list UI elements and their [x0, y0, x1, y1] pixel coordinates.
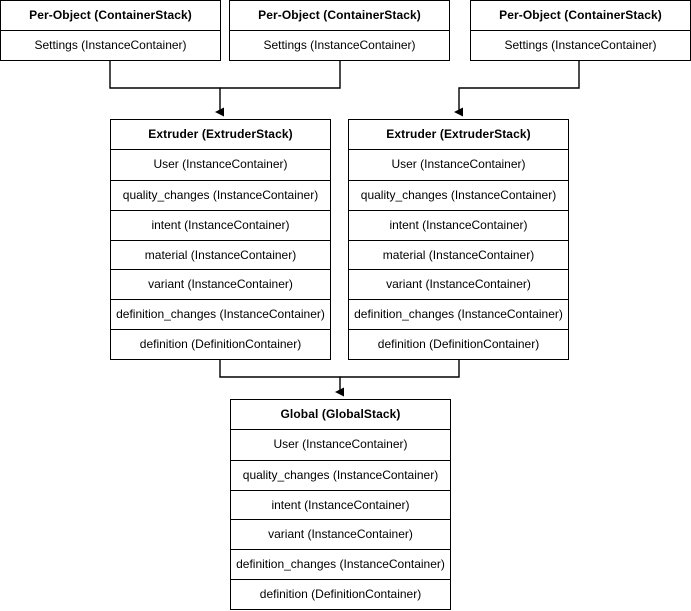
- node-row: intent (InstanceContainer): [349, 209, 568, 240]
- node-header: Per-Object (ContainerStack): [1, 1, 220, 31]
- edge-perobject3-to-extruder2: [454, 61, 580, 117]
- node-row: definition (DefinitionContainer): [349, 329, 568, 359]
- node-row: intent (InstanceContainer): [111, 209, 330, 240]
- edge-extruder2-to-global: [340, 360, 460, 378]
- node-header: Per-Object (ContainerStack): [230, 1, 449, 31]
- node-row: definition_changes (InstanceContainer): [111, 299, 330, 330]
- node-row: material (InstanceContainer): [349, 239, 568, 270]
- node-global[interactable]: Global (GlobalStack) User (InstanceConta…: [230, 399, 451, 610]
- node-header: Extruder (ExtruderStack): [349, 120, 568, 150]
- node-row: definition_changes (InstanceContainer): [349, 299, 568, 330]
- edge-perobject2-to-extruder1: [220, 61, 341, 89]
- node-row: User (InstanceContainer): [349, 149, 568, 180]
- node-row: material (InstanceContainer): [111, 239, 330, 270]
- node-row: variant (InstanceContainer): [111, 269, 330, 300]
- node-row: definition (DefinitionContainer): [231, 579, 450, 610]
- edge-extruder1-to-global: [219, 360, 344, 397]
- node-row: variant (InstanceContainer): [231, 519, 450, 550]
- node-header: Global (GlobalStack): [231, 400, 450, 430]
- node-row: User (InstanceContainer): [231, 429, 450, 460]
- node-per-object-3[interactable]: Per-Object (ContainerStack) Settings (In…: [470, 0, 691, 61]
- node-row: quality_changes (InstanceContainer): [349, 179, 568, 210]
- node-per-object-2[interactable]: Per-Object (ContainerStack) Settings (In…: [229, 0, 450, 61]
- node-row: intent (InstanceContainer): [231, 489, 450, 520]
- node-extruder-2[interactable]: Extruder (ExtruderStack) User (InstanceC…: [348, 119, 569, 360]
- node-header: Extruder (ExtruderStack): [111, 120, 330, 150]
- node-row: quality_changes (InstanceContainer): [111, 179, 330, 210]
- node-row: Settings (InstanceContainer): [471, 30, 690, 60]
- node-extruder-1[interactable]: Extruder (ExtruderStack) User (InstanceC…: [110, 119, 331, 360]
- node-row: definition (DefinitionContainer): [111, 329, 330, 359]
- node-row: Settings (InstanceContainer): [1, 30, 220, 60]
- node-row: Settings (InstanceContainer): [230, 30, 449, 60]
- node-per-object-1[interactable]: Per-Object (ContainerStack) Settings (In…: [0, 0, 221, 61]
- edge-perobject1-to-extruder1: [109, 61, 224, 117]
- node-row: variant (InstanceContainer): [349, 269, 568, 300]
- node-row: definition_changes (InstanceContainer): [231, 549, 450, 580]
- node-header: Per-Object (ContainerStack): [471, 1, 690, 31]
- node-row: quality_changes (InstanceContainer): [231, 459, 450, 490]
- node-row: User (InstanceContainer): [111, 149, 330, 180]
